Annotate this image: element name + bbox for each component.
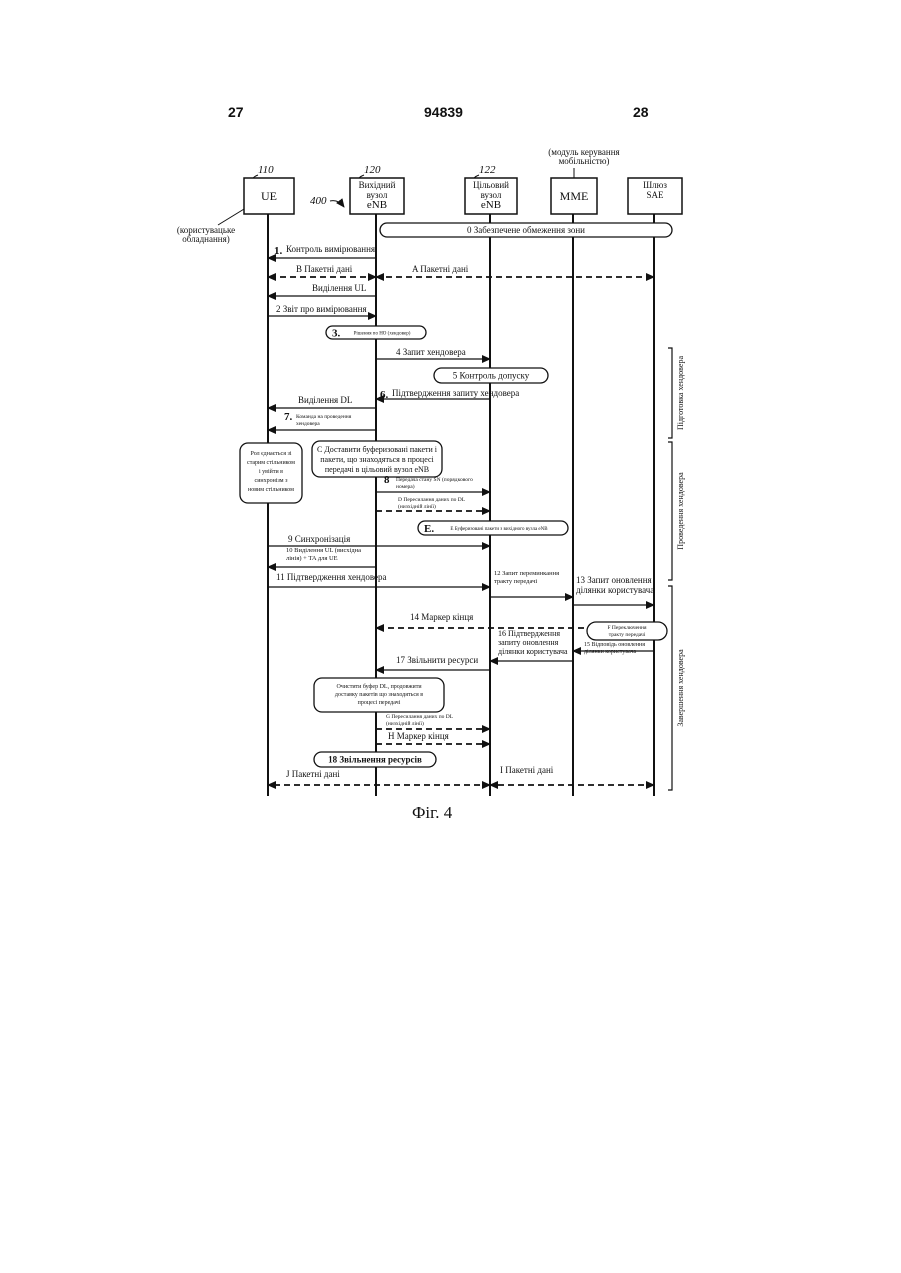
note-label: пакети, що знаходяться в процесі	[320, 455, 434, 464]
step-pill-label: Рішення по HO (хендовер)	[354, 331, 411, 336]
step-pill-label: тракту передачі	[609, 632, 646, 638]
entity-label-gw: Шлюз	[643, 180, 667, 190]
entity-sub-ue: обладнання)	[182, 234, 230, 244]
message-label: I Пакетні дані	[500, 765, 554, 775]
entity-label-ue: UE	[261, 189, 277, 203]
message-label: Підтвердження запиту хендовера	[392, 388, 519, 398]
message-label: 17 Звільнити ресурси	[396, 655, 478, 665]
phase-label: Підготовка хендовера	[676, 356, 685, 431]
message-label: 14 Маркер кінця	[410, 612, 473, 622]
message-label: лінія) + TA для UE	[286, 555, 338, 562]
message-label: 12 Запит переминкання	[494, 570, 559, 577]
phase-bracket	[668, 442, 672, 580]
message-label: ділянки користувача	[584, 649, 637, 655]
entity-top-mme: мобільністю)	[559, 156, 610, 166]
message-label: 15 Відповідь оновлення	[584, 642, 645, 648]
entity-label-mme: MME	[560, 189, 589, 203]
note-label: старим стільником	[247, 460, 295, 466]
message-label: хендовера	[296, 421, 320, 427]
message-label: Виділення UL	[312, 283, 366, 293]
message-label: Контроль вимірювання	[286, 244, 375, 254]
note-label: доставку пакетів що знаходяться в	[335, 692, 423, 698]
message-label: A Пакетні дані	[412, 264, 469, 274]
phase-label: Проведення хендовера	[676, 472, 685, 550]
note-label: Рол єднається зі	[251, 451, 292, 457]
message-label: 11 Підтвердження хендовера	[276, 572, 387, 582]
message-label: Передача стану SN (порядкового	[396, 476, 473, 483]
message-label: ділянки користувача	[498, 647, 568, 656]
figure-ref: 400	[310, 195, 327, 207]
entity-ref-tgt: 122	[479, 164, 496, 176]
entity-ref-src: 120	[364, 164, 381, 176]
step-number: E.	[424, 523, 434, 535]
message-label: D Пересилання даних по DL	[398, 497, 466, 503]
figure-caption: Фіг. 4	[412, 803, 452, 823]
message-label: G Пересилання даних по DL	[386, 714, 454, 720]
message-label: Команда на проведення	[296, 414, 352, 420]
message-label: ділянки користувача	[576, 585, 654, 595]
step-number: 7.	[284, 411, 293, 423]
entity-label-src: Вихідний	[359, 180, 396, 190]
entity-label-tgt: eNB	[481, 199, 501, 211]
message-label: Виділення DL	[298, 395, 352, 405]
message-label: (низхідній лінії)	[398, 503, 436, 510]
note-label: синхронізм з	[255, 478, 289, 484]
note-label: С Доставити буферизовані пакети і	[317, 445, 438, 454]
phase-bracket	[668, 348, 672, 438]
message-label: запиту оновлення	[498, 638, 559, 647]
figure-ref-arrow	[330, 201, 344, 207]
message-label: (низхідній лінії)	[386, 720, 424, 727]
step-number: 1.	[274, 245, 283, 257]
message-label: 9 Синхронізація	[288, 534, 350, 544]
entity-label-tgt: Цільовий	[473, 180, 509, 190]
step-pill-label: 5 Контроль допуску	[453, 371, 530, 381]
step-pill-label: Е Буферизовані пакети з вихідного вузла …	[450, 527, 548, 532]
step-pill-label: 18 Звільнення ресурсів	[328, 755, 422, 765]
step-pill-label: 0 Забезпечене обмеження зони	[467, 225, 585, 235]
message-label: номера)	[396, 483, 415, 490]
note-label: процесі передачі	[358, 700, 401, 706]
entity-label-gw: SAE	[646, 190, 664, 200]
message-label: 16 Підтвердження	[498, 629, 560, 638]
phase-label: Завершення хендовера	[676, 649, 685, 727]
step-number: 6.	[380, 389, 389, 401]
message-label: 13 Запит оновлення	[576, 575, 652, 585]
note-label: передачі в цільовий вузол eNB	[325, 465, 429, 474]
step-pill-label: F Переключення	[608, 625, 647, 631]
entity-label-src: eNB	[367, 199, 387, 211]
entity-ref-ue: 110	[258, 164, 274, 176]
message-label: J Пакетні дані	[286, 769, 340, 779]
message-label: H Маркер кінця	[388, 731, 449, 741]
message-label: B Пакетні дані	[296, 264, 353, 274]
message-label: тракту передачі	[494, 578, 537, 585]
note-label: новим стільником	[248, 487, 294, 493]
message-label: 2 Звіт про вимірювання	[276, 304, 367, 314]
message-label: 10 Виділення UL (висхідна	[286, 547, 361, 554]
note-label: Очистити буфер DL, продовжити	[336, 683, 422, 690]
message-label: 4 Запит хендовера	[396, 347, 466, 357]
step-number: 3.	[332, 328, 341, 340]
phase-bracket	[668, 586, 672, 790]
step-number: 8	[384, 474, 390, 486]
note-label: і увійти в	[259, 468, 283, 475]
